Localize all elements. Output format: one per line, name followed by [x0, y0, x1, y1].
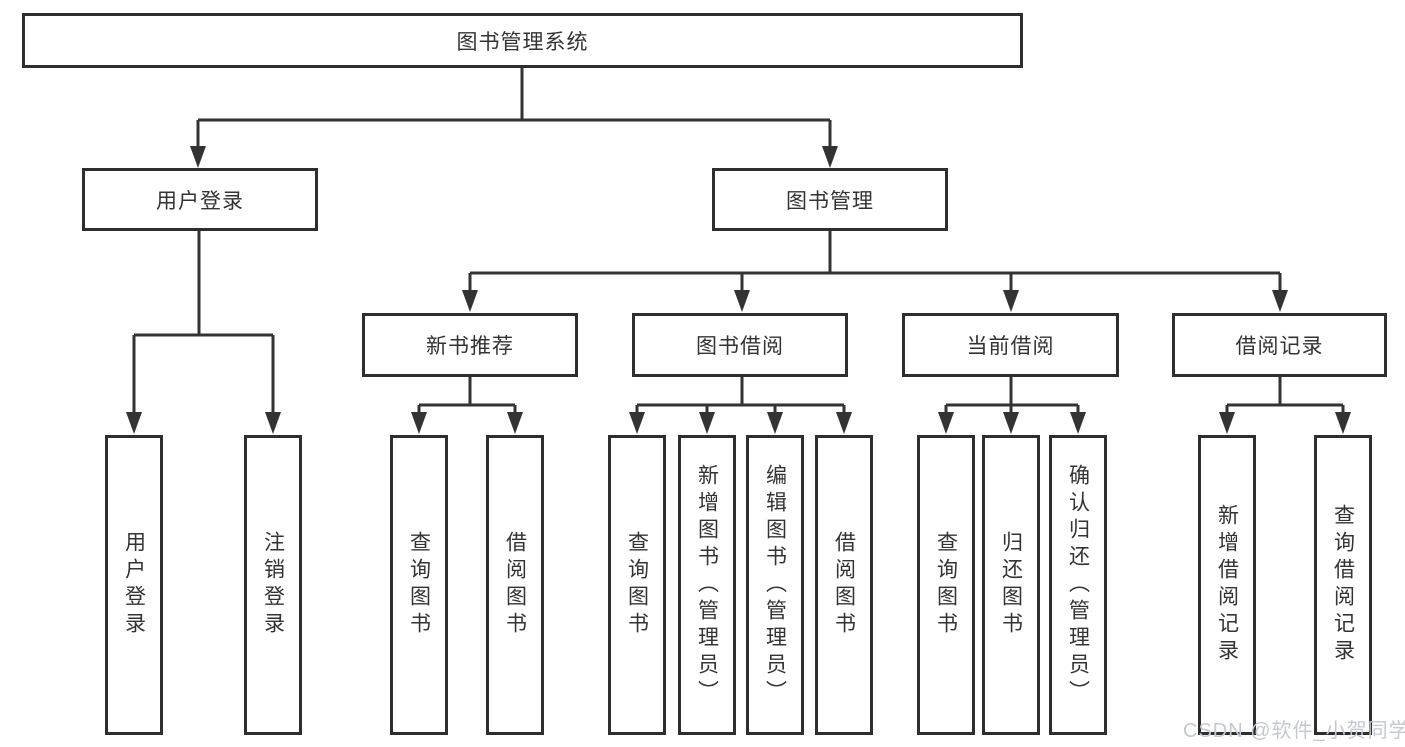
- leaf-label: 用户登录: [122, 531, 146, 639]
- leaf-label: 注销登录: [261, 531, 285, 639]
- leaf-query-books-borrow: 查询图书: [608, 435, 666, 735]
- leaf-query-books-current: 查询图书: [917, 435, 975, 735]
- down-arrowheads: [126, 146, 1351, 434]
- leaf-label: 新增图书（管理员）: [695, 463, 719, 707]
- node-label: 图书借阅: [696, 335, 784, 358]
- node-label: 图书管理系统: [456, 30, 589, 54]
- leaf-label: 确认归还（管理员）: [1066, 463, 1090, 707]
- leaf-label: 借阅图书: [503, 531, 527, 639]
- node-book-borrowing: 图书借阅: [632, 313, 848, 377]
- leaf-label: 查询图书: [625, 531, 649, 639]
- node-book-management: 图书管理: [712, 168, 948, 231]
- leaf-label: 新增借阅记录: [1215, 504, 1239, 666]
- tree-edges: [132, 68, 1345, 416]
- node-label: 用户登录: [156, 189, 244, 213]
- node-library-management-system: 图书管理系统: [22, 13, 1023, 68]
- node-new-book-recommendation: 新书推荐: [362, 313, 578, 377]
- leaf-query-borrow-record: 查询借阅记录: [1314, 435, 1372, 735]
- node-label: 新书推荐: [426, 335, 514, 358]
- leaf-confirm-return-admin: 确认归还（管理员）: [1049, 435, 1107, 735]
- node-label: 图书管理: [786, 189, 874, 213]
- node-current-borrowing: 当前借阅: [902, 313, 1119, 377]
- leaf-add-borrow-record: 新增借阅记录: [1198, 435, 1256, 735]
- node-borrowing-records: 借阅记录: [1172, 313, 1387, 377]
- leaf-label: 查询借阅记录: [1331, 504, 1355, 666]
- leaf-logout: 注销登录: [244, 435, 302, 735]
- leaf-user-login: 用户登录: [105, 435, 163, 735]
- leaf-edit-books-admin: 编辑图书（管理员）: [746, 435, 804, 735]
- node-label: 借阅记录: [1235, 335, 1324, 358]
- leaf-label: 查询图书: [407, 531, 431, 639]
- leaf-borrow-books-recommend: 借阅图书: [486, 435, 544, 735]
- leaf-label: 借阅图书: [832, 531, 856, 639]
- leaf-query-books-recommend: 查询图书: [390, 435, 448, 735]
- leaf-label: 编辑图书（管理员）: [763, 463, 787, 707]
- node-label: 当前借阅: [966, 335, 1055, 358]
- leaf-label: 查询图书: [934, 531, 958, 639]
- leaf-label: 归还图书: [999, 531, 1023, 639]
- leaf-add-books-admin: 新增图书（管理员）: [678, 435, 736, 735]
- leaf-borrow-books: 借阅图书: [815, 435, 873, 735]
- node-user-login: 用户登录: [82, 168, 318, 231]
- leaf-return-books: 归还图书: [982, 435, 1040, 735]
